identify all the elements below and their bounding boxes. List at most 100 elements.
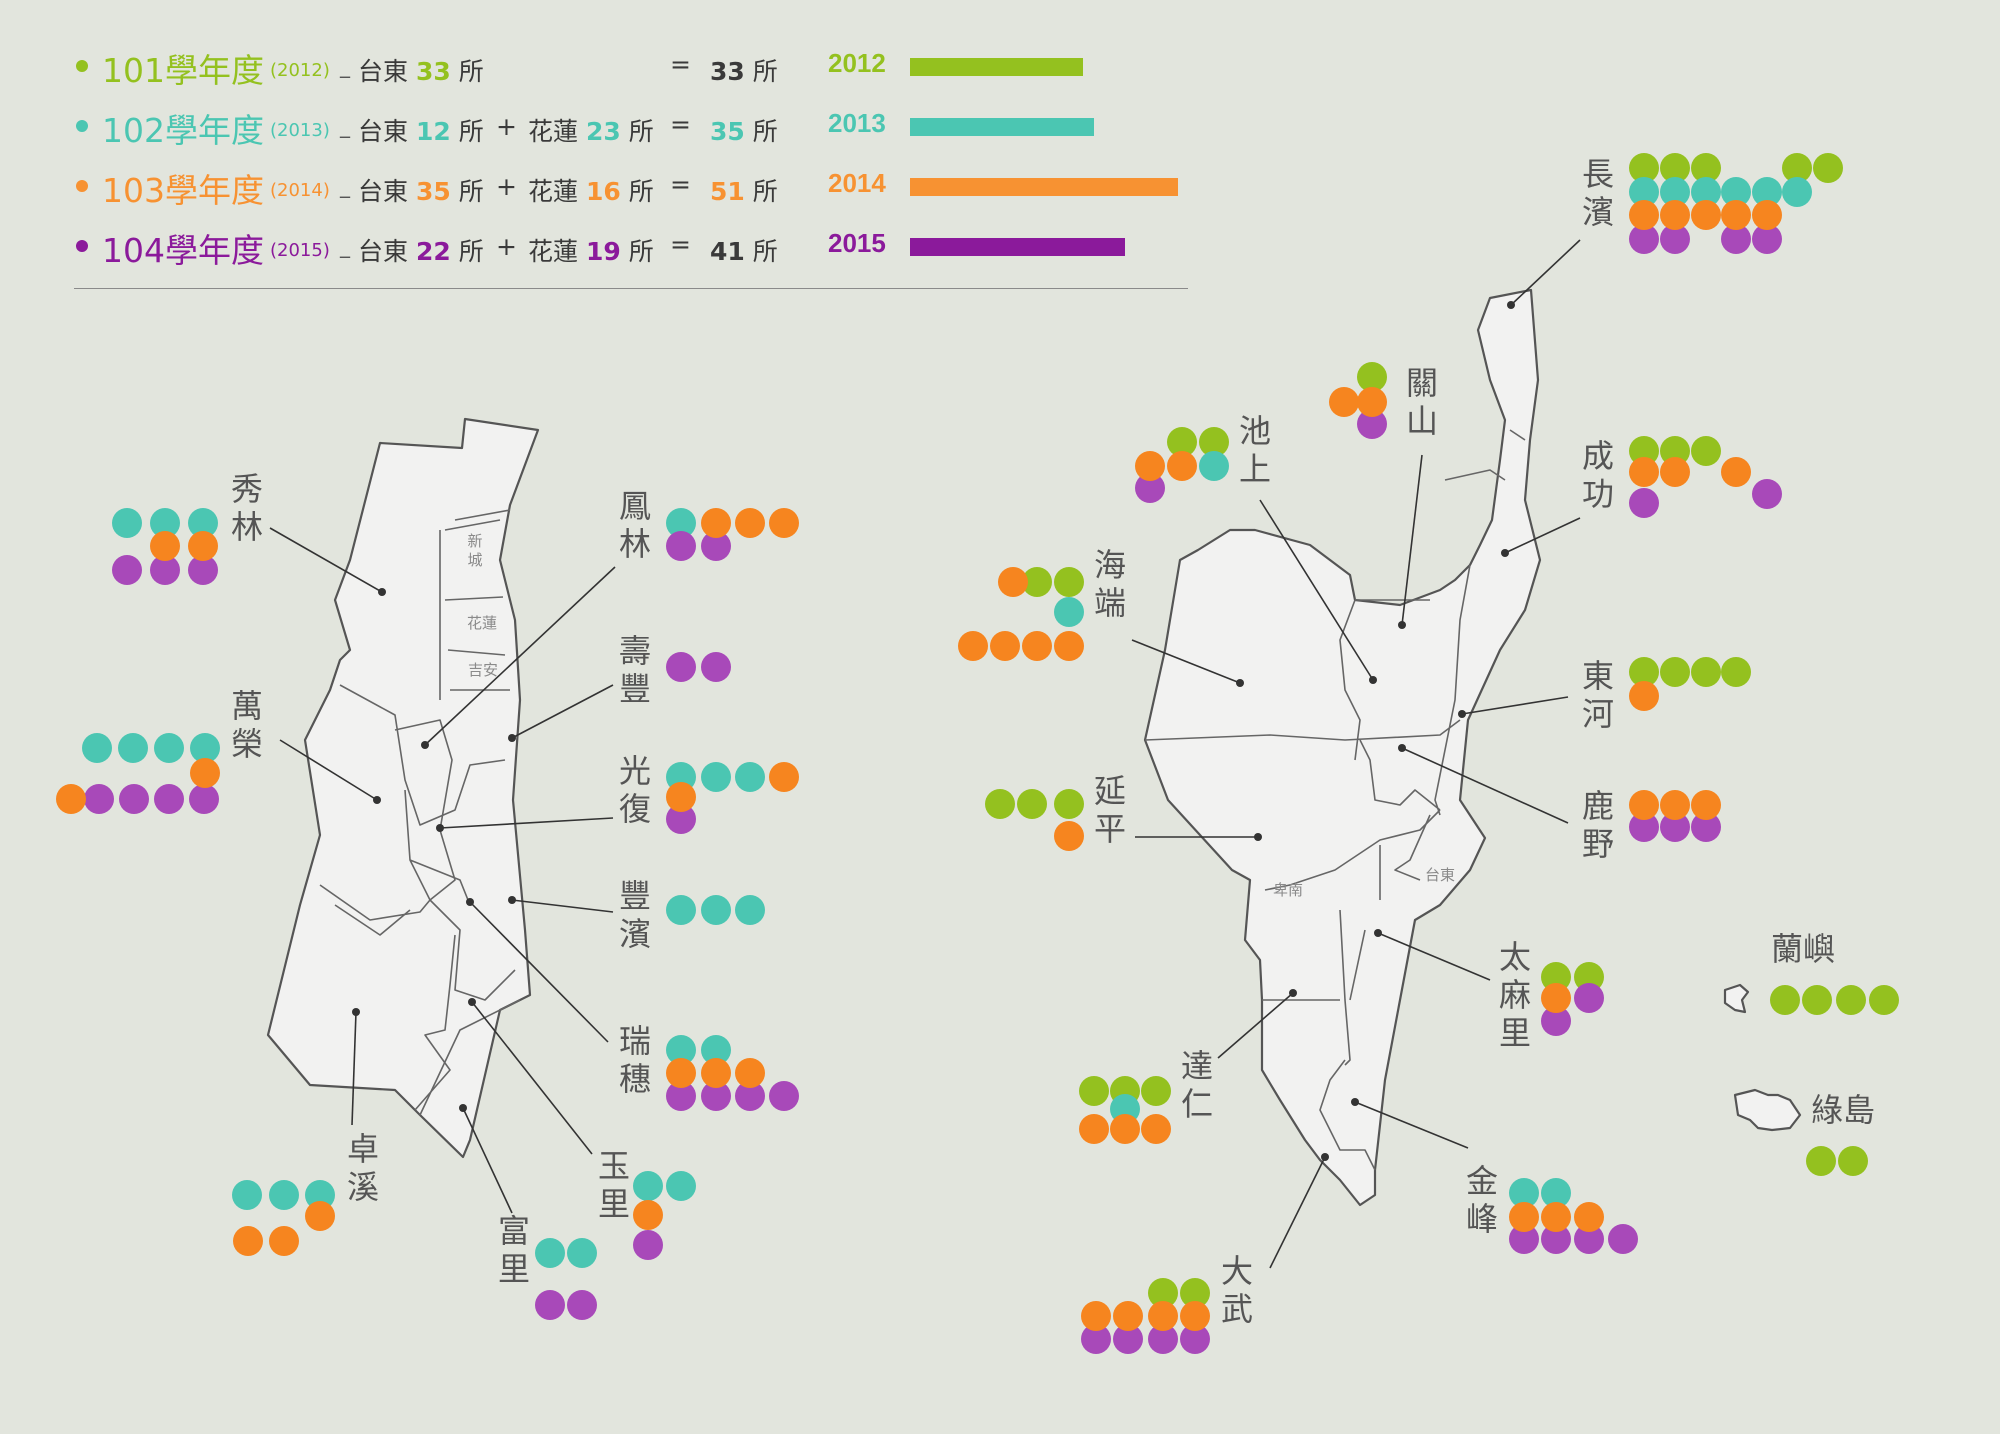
school-dot-2012: [1802, 985, 1832, 1015]
school-dot-2014: [1629, 681, 1659, 711]
leader-line-東河: [1461, 696, 1569, 715]
school-dot-2012: [1079, 1076, 1109, 1106]
school-dot-2015: [84, 784, 114, 814]
school-dot-2015: [701, 652, 731, 682]
town-marker-海端: [1236, 679, 1244, 687]
town-label-延平: 延平: [1094, 772, 1126, 848]
school-dot-2013: [1691, 177, 1721, 207]
school-dot-2013: [154, 733, 184, 763]
school-dot-2013: [535, 1238, 565, 1268]
school-dot-2012: [1782, 153, 1812, 183]
legend-year-label: 103學年度: [102, 171, 264, 210]
school-dot-2013: [190, 733, 220, 763]
school-dot-2013: [633, 1171, 663, 1201]
legend-year-paren: (2014): [270, 180, 330, 201]
leader-line-玉里: [471, 1001, 593, 1155]
taitung-county-map: [1143, 288, 1802, 1207]
legend-year-paren: (2015): [270, 240, 330, 261]
legend-year-paren: (2013): [270, 120, 330, 141]
school-dot-2012: [1148, 1278, 1178, 1308]
school-dot-2013: [666, 895, 696, 925]
town-label-金峰: 金峰: [1466, 1162, 1498, 1238]
school-dot-2013: [232, 1180, 262, 1210]
legend-part-hualien: 花蓮 23 所: [528, 117, 654, 146]
school-dot-2014: [735, 1058, 765, 1088]
school-dot-2014: [769, 508, 799, 538]
school-dot-2013: [269, 1180, 299, 1210]
leader-line-池上: [1259, 499, 1374, 681]
town-marker-萬榮: [373, 796, 381, 804]
legend-row-2013: 102學年度 (2013) _ 台東 12 所 + 花蓮 23 所 = 35 所…: [70, 100, 1220, 150]
school-dot-2013: [1721, 177, 1751, 207]
school-dot-2015: [1752, 479, 1782, 509]
school-dot-2013: [82, 733, 112, 763]
town-marker-光復: [436, 824, 444, 832]
school-dot-2014: [666, 782, 696, 812]
school-dot-2012: [1017, 789, 1047, 819]
town-marker-鹿野: [1398, 744, 1406, 752]
school-dot-2012: [1660, 657, 1690, 687]
hualien-county-map: [266, 417, 540, 1159]
school-dot-2014: [305, 1201, 335, 1231]
school-dot-2015: [1629, 224, 1659, 254]
leader-line-光復: [439, 817, 614, 829]
town-label-秀林: 秀林: [231, 470, 263, 546]
leader-line-太麻里: [1377, 932, 1491, 981]
leader-line-壽豐: [511, 684, 614, 739]
leader-line-達仁: [1217, 992, 1294, 1059]
school-dot-2013: [1541, 1178, 1571, 1208]
leader-line-秀林: [269, 527, 383, 593]
leader-line-金峰: [1354, 1101, 1469, 1149]
town-label-蘭嶼: 蘭嶼: [1771, 930, 1835, 968]
school-dot-2014: [190, 758, 220, 788]
school-dot-2013: [112, 508, 142, 538]
legend: 101學年度 (2012) _ 台東 33 所 = 33 所 2012 102學…: [0, 0, 1200, 300]
legend-year-label: 104學年度: [102, 231, 264, 270]
school-dot-2014: [1081, 1301, 1111, 1331]
district-label-吉安: 吉安: [468, 661, 498, 679]
school-dot-2012: [1167, 427, 1197, 457]
school-dot-2015: [701, 1081, 731, 1111]
town-marker-池上: [1369, 676, 1377, 684]
town-marker-豐濱: [508, 896, 516, 904]
legend-plus: +: [496, 232, 517, 261]
school-dot-2015: [1509, 1224, 1539, 1254]
school-dot-2014: [1079, 1114, 1109, 1144]
school-dot-2014: [233, 1226, 263, 1256]
town-marker-瑞穗: [466, 898, 474, 906]
school-dot-2012: [1357, 362, 1387, 392]
legend-row-2015: 104學年度 (2015) _ 台東 22 所 + 花蓮 19 所 = 41 所…: [70, 220, 1220, 270]
school-dot-2012: [1869, 985, 1899, 1015]
school-dot-2015: [1135, 473, 1165, 503]
school-dot-2015: [119, 784, 149, 814]
town-marker-達仁: [1289, 989, 1297, 997]
school-dot-2015: [1721, 224, 1751, 254]
legend-dot: [76, 120, 88, 132]
legend-part-taitung: 台東 33 所: [358, 57, 484, 86]
school-dot-2012: [1806, 1146, 1836, 1176]
school-dot-2014: [56, 784, 86, 814]
school-dot-2013: [305, 1180, 335, 1210]
town-label-壽豐: 壽豐: [619, 632, 651, 708]
school-dot-2013: [1752, 177, 1782, 207]
school-dot-2013: [666, 508, 696, 538]
town-marker-壽豐: [508, 734, 516, 742]
school-dot-2014: [1660, 790, 1690, 820]
town-label-豐濱: 豐濱: [619, 877, 651, 953]
school-dot-2015: [567, 1290, 597, 1320]
legend-total: 41 所: [710, 237, 778, 266]
school-dot-2014: [1357, 387, 1387, 417]
legend-divider: [74, 288, 1188, 289]
lanyu-island: [1723, 983, 1750, 1014]
town-label-玉里: 玉里: [598, 1147, 630, 1223]
town-marker-太麻里: [1374, 929, 1382, 937]
lyudao-island: [1733, 1088, 1802, 1132]
legend-bar-year: 2014: [828, 168, 886, 198]
town-marker-長濱: [1507, 301, 1515, 309]
school-dot-2014: [1691, 790, 1721, 820]
legend-part-hualien: 花蓮 19 所: [528, 237, 654, 266]
town-marker-東河: [1458, 710, 1466, 718]
school-dot-2013: [1782, 177, 1812, 207]
school-dot-2015: [666, 804, 696, 834]
